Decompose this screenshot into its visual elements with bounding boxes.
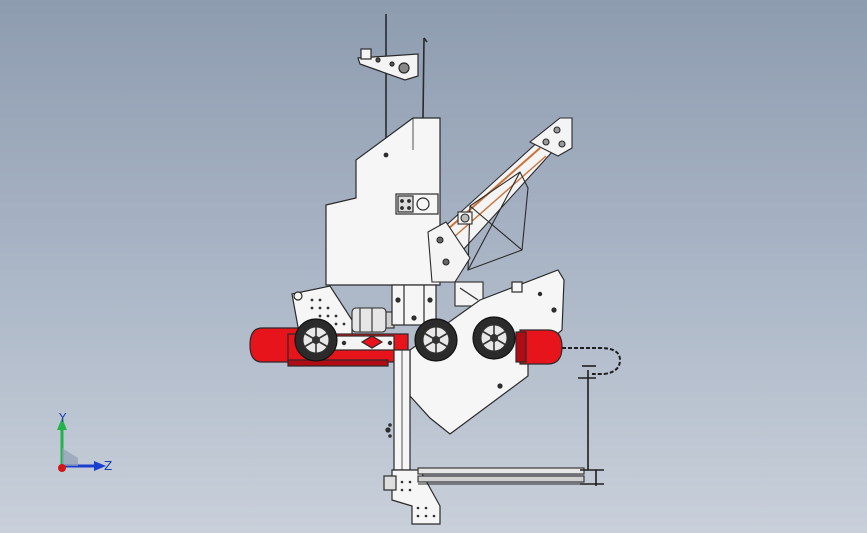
drive-motor[interactable] bbox=[351, 307, 395, 333]
wheel-right[interactable] bbox=[472, 316, 516, 360]
lower-vertical-column[interactable] bbox=[385, 349, 411, 471]
cable-drag-chain[interactable] bbox=[562, 347, 622, 375]
column-side-bolts bbox=[388, 423, 392, 438]
bottom-guide-rail[interactable] bbox=[417, 467, 585, 485]
orientation-triad[interactable]: Y Z bbox=[40, 408, 130, 488]
z-axis-arrowhead bbox=[94, 461, 106, 471]
central-column-frame[interactable] bbox=[391, 284, 437, 326]
wheel-left[interactable] bbox=[294, 318, 338, 362]
column-gear-block[interactable] bbox=[427, 221, 484, 307]
right-sensor-post[interactable] bbox=[578, 365, 604, 486]
antenna-rods bbox=[385, 14, 428, 155]
main-vertical-plate[interactable] bbox=[325, 117, 441, 286]
y-axis-arrowhead bbox=[57, 418, 67, 430]
wheel-middle[interactable] bbox=[414, 318, 458, 362]
right-red-housing[interactable] bbox=[515, 329, 563, 365]
triad-plane-patch bbox=[62, 448, 78, 466]
z-axis-label: Z bbox=[104, 459, 112, 473]
triad-origin bbox=[58, 464, 66, 472]
top-mount-bracket[interactable] bbox=[357, 48, 419, 81]
y-axis-label: Y bbox=[58, 411, 67, 425]
